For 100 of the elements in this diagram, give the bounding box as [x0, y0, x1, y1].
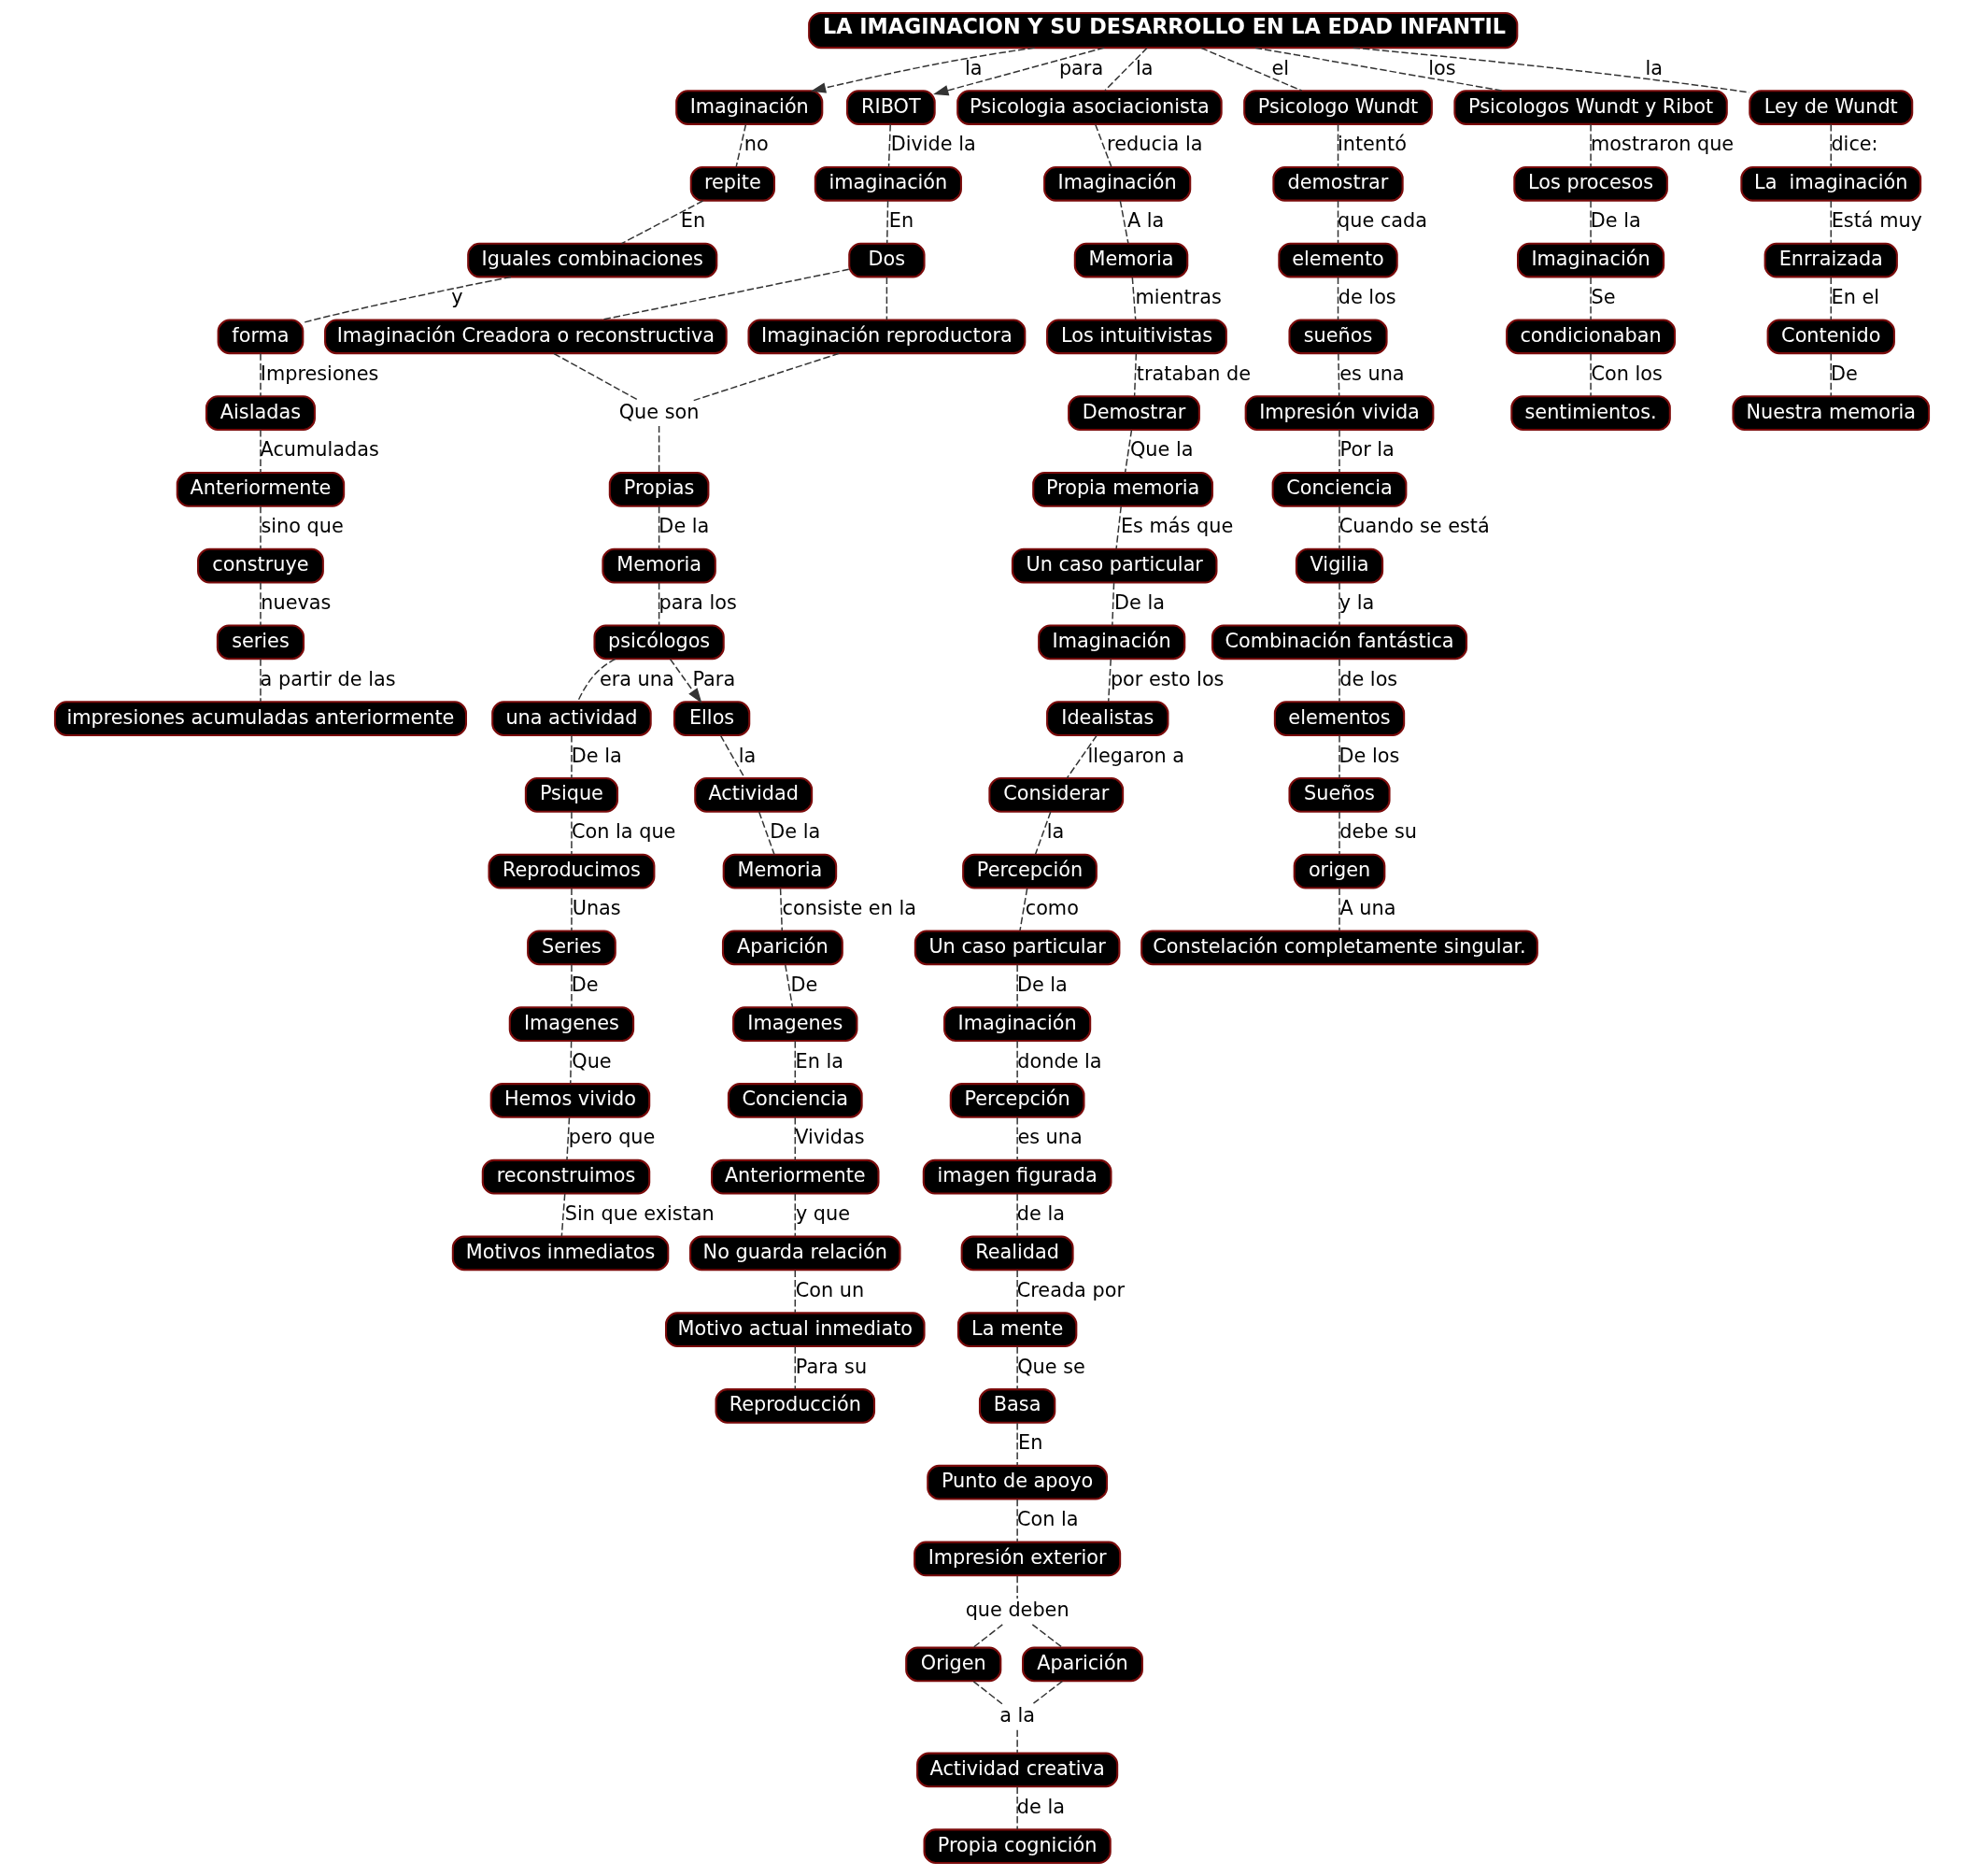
edge-label: Es más que: [1120, 515, 1233, 538]
node-box: Contenido: [1766, 319, 1895, 355]
node-box: Psicologo Wundt: [1242, 90, 1433, 125]
node-box: Idealistas: [1045, 701, 1169, 736]
connector: [1830, 200, 1832, 245]
node-box: Constelación completamente singular.: [1140, 930, 1538, 966]
edge-label: la: [1135, 56, 1153, 79]
node-box: La imaginación: [1739, 165, 1921, 202]
connector: [620, 200, 703, 245]
connector: [1103, 47, 1148, 92]
node-box: Memoria: [601, 547, 716, 584]
connector: [1030, 1680, 1063, 1705]
edge-label: Que la: [1129, 438, 1193, 462]
edge-label: Que se: [1016, 1355, 1085, 1378]
edge-label: Con la que: [571, 820, 675, 844]
connector: [1830, 277, 1832, 320]
connector: [1031, 1624, 1063, 1649]
connector: [1015, 1040, 1018, 1085]
node-box: origen: [1293, 853, 1385, 889]
node-box: LA IMAGINACION Y SU DESARROLLO EN LA EDAD INFANTIL: [807, 11, 1518, 50]
edge-label: donde la: [1016, 1049, 1102, 1073]
node-box: Actividad: [693, 777, 813, 813]
node-box: Memoria: [722, 853, 837, 889]
connector: [971, 1624, 1003, 1649]
arrow: [810, 47, 1035, 93]
connector: [658, 582, 659, 626]
connector: [1338, 811, 1340, 856]
node-box: Imagenes: [731, 1006, 857, 1043]
node-box: Propia cognición: [923, 1828, 1112, 1865]
connector: [1133, 352, 1137, 397]
node-box: Series: [526, 930, 616, 966]
node-box: series: [216, 624, 305, 661]
connector: [576, 658, 616, 703]
connector: [1589, 277, 1592, 320]
edge-label: Impresiones: [260, 362, 378, 385]
connector: [794, 1345, 796, 1390]
node-box: Actividad creativa: [915, 1752, 1118, 1788]
edge-label: los: [1427, 56, 1456, 79]
edge-label: Cuando se está: [1339, 515, 1490, 538]
connector: [887, 123, 891, 168]
edge-label: y la: [1339, 590, 1374, 614]
node-box: Anteriormente: [176, 471, 345, 507]
node-box: impresiones acumuladas anteriormente: [53, 701, 467, 736]
node-box: Imaginación: [1516, 242, 1664, 278]
connector: [1015, 1422, 1018, 1467]
edge-label: Por la: [1339, 438, 1395, 462]
connector: [1337, 352, 1339, 397]
node-box: Imaginación: [1042, 165, 1191, 202]
node-box: Imaginación Creadora o reconstructiva: [323, 319, 728, 355]
edge-label: intentó: [1337, 133, 1407, 156]
connector: [1337, 277, 1339, 320]
connector: [1015, 1345, 1018, 1390]
edge-label: para los: [659, 590, 737, 614]
node-box: una actividad: [490, 701, 652, 736]
node-box: construye: [196, 547, 324, 584]
arrow: [932, 47, 1105, 96]
node-box: Imaginación: [942, 1006, 1091, 1043]
edge-label: Divide la: [890, 133, 976, 156]
connector: [1015, 963, 1018, 1008]
connector: [1015, 1193, 1018, 1238]
edge-label: y: [450, 285, 462, 308]
node-box: sentimientos.: [1509, 395, 1671, 431]
edge-label: Unas: [572, 897, 621, 920]
edge-label: De: [1830, 362, 1858, 385]
node-box: Propias: [608, 471, 709, 507]
node-box: Percepción: [949, 1083, 1084, 1118]
edge-label: De la: [769, 820, 820, 844]
edge-label: para: [1058, 56, 1103, 79]
connector: [1589, 352, 1592, 397]
node-box: Reproducción: [715, 1388, 875, 1424]
edge-label: a partir de las: [260, 667, 396, 690]
connector: [552, 352, 639, 402]
connector: [794, 1193, 796, 1238]
node-box: RIBOT: [845, 90, 936, 125]
edge-label: Sin que existan: [564, 1202, 715, 1226]
node-box: Los procesos: [1512, 165, 1668, 202]
connector: [1338, 505, 1340, 550]
connector: [1066, 734, 1098, 779]
connector: [885, 200, 888, 245]
connector: [1015, 1575, 1018, 1599]
node-text: que deben: [965, 1599, 1069, 1622]
connector: [794, 1269, 796, 1314]
connector: [1015, 1116, 1018, 1161]
edge-label: mostraron que: [1590, 133, 1734, 156]
connector: [1338, 888, 1340, 931]
connector: [1337, 200, 1339, 245]
node-box: Psicologos Wundt y Ribot: [1452, 90, 1728, 125]
node-box: condicionaban: [1505, 319, 1676, 355]
edge-label: Se: [1590, 285, 1615, 308]
connector: [1589, 200, 1592, 245]
connector: [1830, 123, 1832, 168]
connector: [1119, 200, 1129, 245]
connector: [1015, 1785, 1018, 1830]
connector: [692, 352, 840, 402]
connector: [560, 1193, 565, 1238]
node-box: Imaginación: [674, 90, 823, 125]
node-box: Ellos: [673, 701, 750, 736]
connector: [758, 811, 775, 856]
connector: [1589, 123, 1592, 168]
node-box: Iguales combinaciones: [466, 242, 717, 278]
